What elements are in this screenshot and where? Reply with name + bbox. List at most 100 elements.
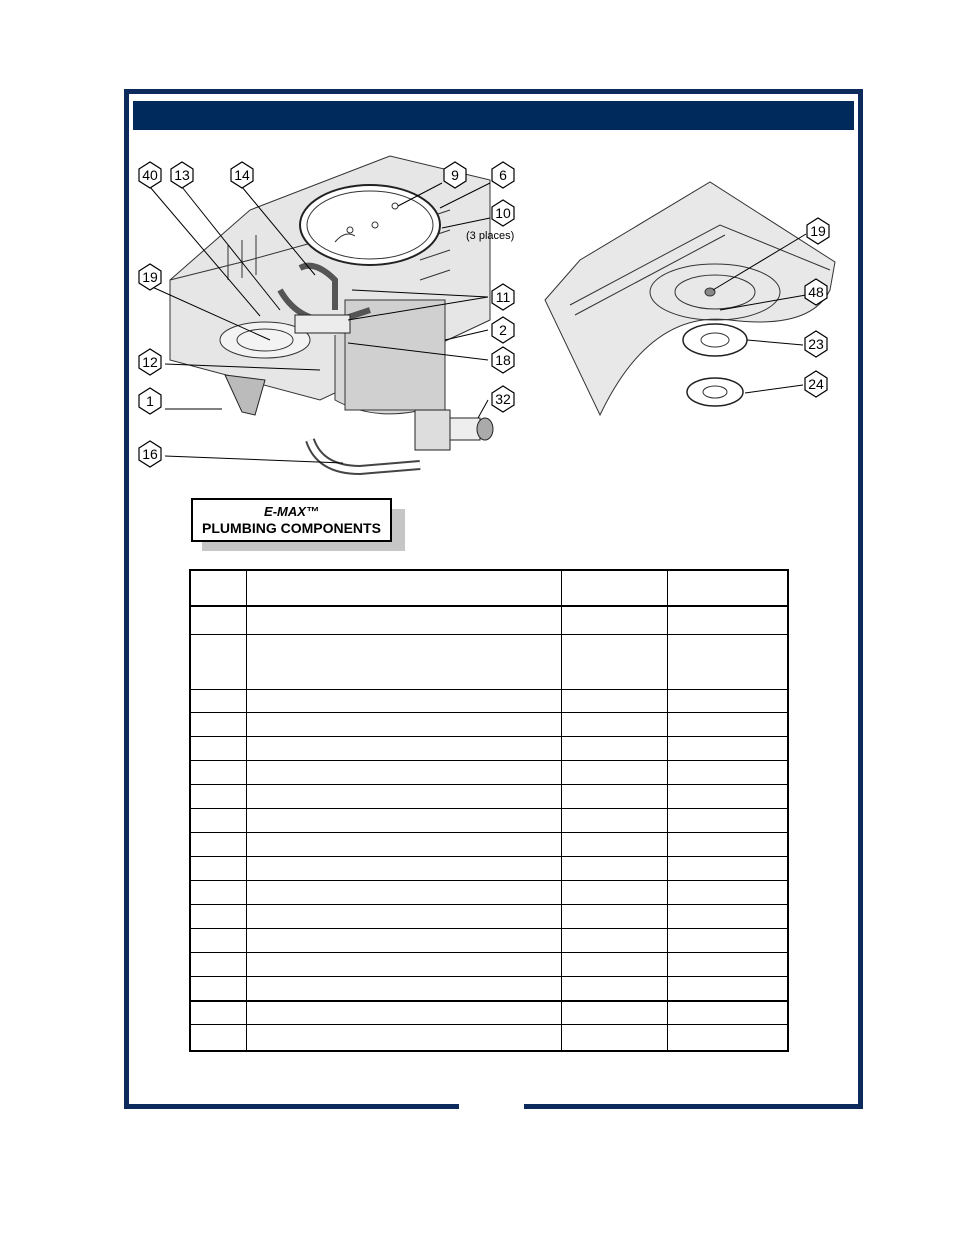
table-cell bbox=[189, 711, 248, 737]
table-row bbox=[189, 633, 789, 690]
table-cell bbox=[560, 952, 669, 978]
table-row bbox=[189, 831, 789, 858]
callout-11: 11 bbox=[491, 283, 515, 311]
table-cell bbox=[189, 880, 248, 906]
table-cell bbox=[246, 759, 562, 785]
table-cell bbox=[560, 976, 669, 1002]
table-cell bbox=[189, 783, 248, 809]
table-cell bbox=[189, 807, 248, 834]
table-cell bbox=[560, 633, 669, 690]
table-row bbox=[189, 735, 789, 761]
callout-19-right: 19 bbox=[806, 217, 830, 245]
table-cell bbox=[189, 904, 248, 930]
table-cell bbox=[246, 952, 562, 978]
callout-10: 10 bbox=[491, 199, 515, 227]
svg-text:19: 19 bbox=[810, 223, 826, 239]
emax-plaque: E-MAX™ PLUMBING COMPONENTS bbox=[191, 498, 392, 542]
three-places-note: (3 places) bbox=[466, 230, 514, 242]
footer-rule-left bbox=[124, 1104, 459, 1109]
table-row bbox=[189, 605, 789, 635]
table-cell bbox=[667, 783, 789, 809]
table-cell bbox=[246, 928, 562, 954]
svg-text:18: 18 bbox=[495, 352, 511, 368]
callout-16: 16 bbox=[138, 440, 162, 468]
table-cell bbox=[560, 807, 669, 834]
table-cell bbox=[189, 688, 248, 713]
callout-1: 1 bbox=[138, 387, 162, 415]
table-cell bbox=[246, 856, 562, 882]
table-cell bbox=[667, 999, 789, 1026]
table-cell bbox=[189, 856, 248, 882]
table-row bbox=[189, 976, 789, 1002]
table-cell bbox=[246, 605, 562, 635]
callout-40: 40 bbox=[138, 161, 162, 189]
table-cell bbox=[246, 688, 562, 713]
table-cell bbox=[667, 831, 789, 858]
table-cell bbox=[246, 1024, 562, 1052]
table-row bbox=[189, 807, 789, 834]
page-frame bbox=[124, 89, 863, 1109]
table-cell bbox=[189, 605, 248, 635]
table-cell bbox=[189, 759, 248, 785]
svg-text:32: 32 bbox=[495, 391, 511, 407]
svg-text:14: 14 bbox=[234, 167, 250, 183]
table-cell bbox=[189, 976, 248, 1002]
svg-text:24: 24 bbox=[808, 376, 824, 392]
svg-text:9: 9 bbox=[451, 167, 459, 183]
table-cell bbox=[560, 735, 669, 761]
svg-text:11: 11 bbox=[496, 289, 511, 305]
table-cell bbox=[560, 831, 669, 858]
callout-2: 2 bbox=[491, 316, 515, 344]
leader-lines bbox=[149, 182, 807, 464]
callout-13: 13 bbox=[170, 161, 194, 189]
table-cell bbox=[246, 904, 562, 930]
table-cell bbox=[667, 605, 789, 635]
table-cell bbox=[560, 856, 669, 882]
table-cell bbox=[667, 856, 789, 882]
table-cell bbox=[246, 999, 562, 1026]
table-row bbox=[189, 1024, 789, 1052]
table-cell bbox=[246, 807, 562, 834]
table-cell bbox=[189, 999, 248, 1026]
table-cell bbox=[667, 928, 789, 954]
table-cell bbox=[246, 711, 562, 737]
callout-6: 6 bbox=[491, 161, 515, 189]
svg-text:16: 16 bbox=[142, 446, 158, 462]
table-cell bbox=[560, 605, 669, 635]
table-row bbox=[189, 711, 789, 737]
table-cell bbox=[246, 831, 562, 858]
table-header-cell bbox=[667, 569, 789, 608]
table-cell bbox=[560, 688, 669, 713]
table-row bbox=[189, 999, 789, 1026]
table-cell bbox=[667, 759, 789, 785]
svg-text:10: 10 bbox=[495, 205, 511, 221]
table-cell bbox=[246, 976, 562, 1002]
plaque-line-2: PLUMBING COMPONENTS bbox=[202, 520, 381, 536]
callout-24: 24 bbox=[804, 370, 828, 398]
callout-14: 14 bbox=[230, 161, 254, 189]
svg-text:6: 6 bbox=[499, 167, 507, 183]
footer-rule-right bbox=[524, 1104, 863, 1109]
table-cell bbox=[560, 759, 669, 785]
table-header-cell bbox=[189, 569, 248, 608]
table-cell bbox=[560, 711, 669, 737]
table-cell bbox=[560, 928, 669, 954]
table-cell bbox=[667, 1024, 789, 1052]
table-header-cell bbox=[560, 569, 669, 608]
table-header-cell bbox=[246, 569, 562, 608]
svg-text:13: 13 bbox=[174, 167, 190, 183]
svg-text:40: 40 bbox=[142, 167, 158, 183]
table-row bbox=[189, 904, 789, 930]
callout-19-left: 19 bbox=[138, 263, 162, 291]
table-cell bbox=[246, 735, 562, 761]
table-cell bbox=[560, 880, 669, 906]
callout-9: 9 bbox=[443, 161, 467, 189]
table-header-row bbox=[189, 569, 789, 608]
table-cell bbox=[667, 711, 789, 737]
svg-text:2: 2 bbox=[499, 322, 507, 338]
table-row bbox=[189, 856, 789, 882]
table-cell bbox=[667, 807, 789, 834]
svg-text:12: 12 bbox=[142, 354, 158, 370]
plaque-line-1: E-MAX™ bbox=[264, 504, 319, 519]
section-title-band bbox=[133, 101, 854, 130]
